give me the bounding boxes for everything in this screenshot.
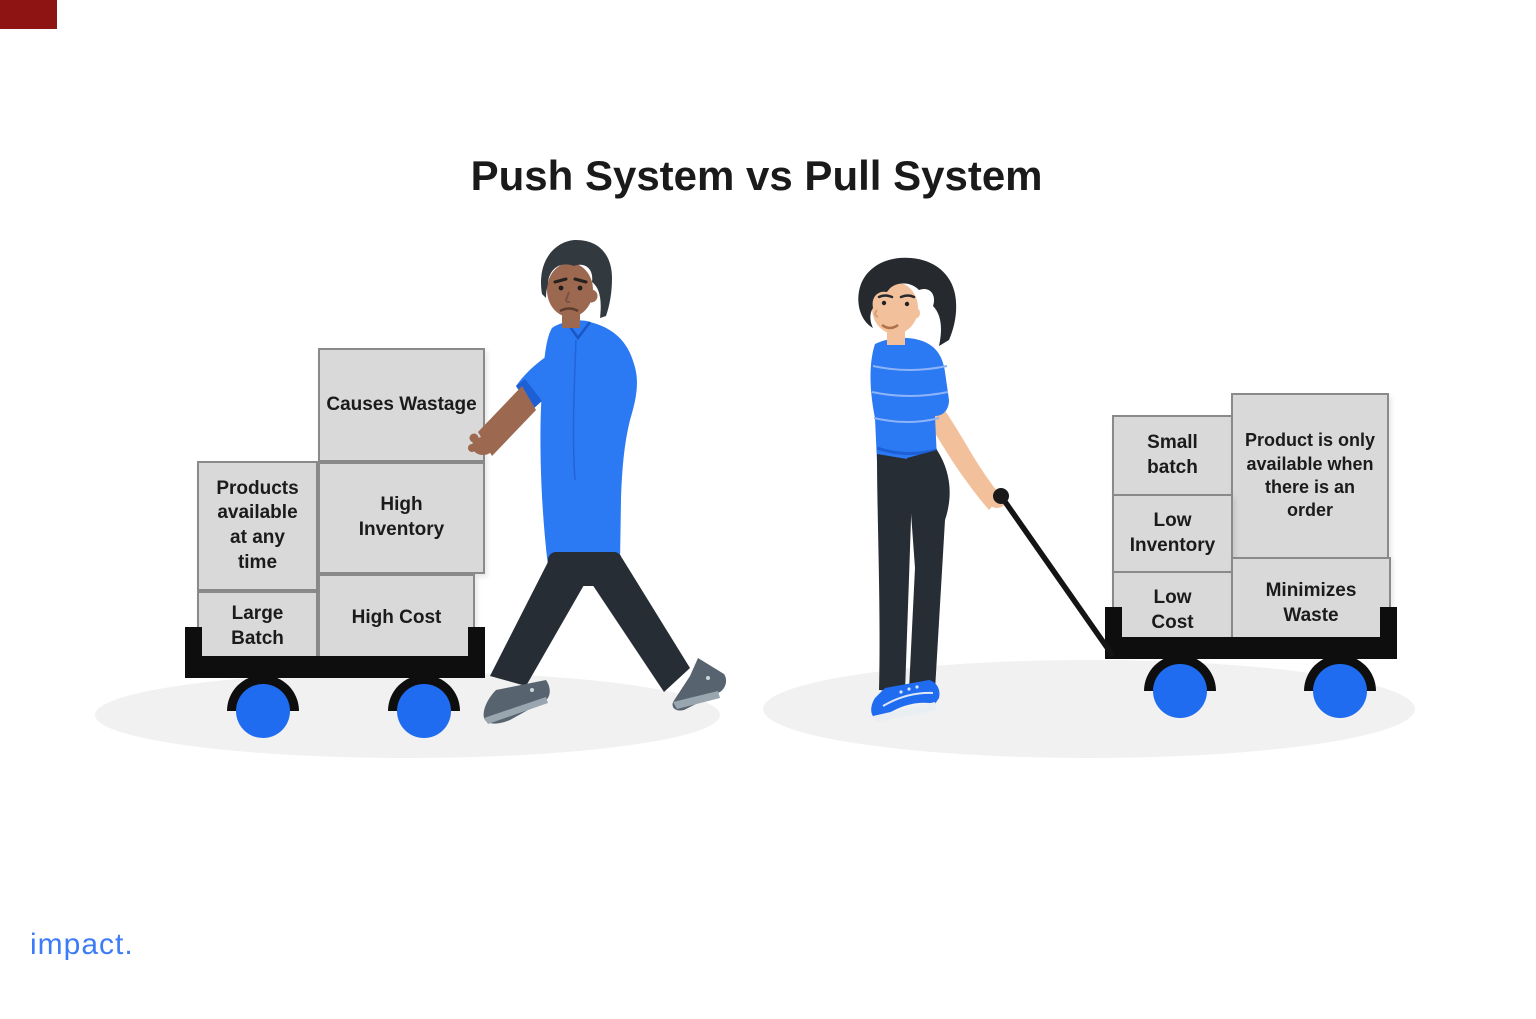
- person-pushing-arm: [468, 354, 562, 456]
- push-box-products-available: Products available at any time: [197, 461, 318, 591]
- push-cart-wheel-right: [397, 684, 451, 738]
- person-pulling-head: [858, 257, 957, 346]
- push-box-causes-wastage: Causes Wastage: [318, 348, 485, 462]
- push-cart-fender-right: [388, 675, 460, 711]
- push-cart-fender-left: [227, 675, 299, 711]
- pull-box-product-on-order: Product is only available when there is …: [1231, 393, 1389, 559]
- pull-box-small-batch: Small batch: [1112, 415, 1233, 496]
- pull-cart-fender-right: [1304, 655, 1376, 691]
- page-title: Push System vs Pull System: [470, 152, 1043, 199]
- person-pulling-legs: [871, 450, 950, 722]
- red-corner-mark: [0, 0, 57, 29]
- pull-cart-platform: [1105, 637, 1397, 659]
- push-cart-platform: [185, 656, 485, 678]
- cart-handle: [993, 488, 1116, 658]
- pull-cart-wheel-left: [1153, 664, 1207, 718]
- person-pushing-illustration: [468, 240, 727, 724]
- person-pushing-head: [540, 240, 612, 328]
- pull-cart-wheel-right: [1313, 664, 1367, 718]
- push-box-high-cost: High Cost: [318, 574, 475, 663]
- push-box-large-batch: Large Batch: [197, 591, 318, 663]
- handle-knob: [993, 488, 1009, 504]
- person-pushing-torso: [540, 320, 637, 566]
- pull-cart-fender-left: [1144, 655, 1216, 691]
- pull-box-low-inventory: Low Inventory: [1112, 494, 1233, 573]
- person-pushing-legs: [483, 552, 727, 724]
- impact-logo: impact.: [30, 928, 134, 961]
- person-pulling-torso: [870, 337, 949, 467]
- person-pulling-illustration: [858, 257, 1006, 722]
- push-cart-wheel-left: [236, 684, 290, 738]
- push-box-high-inventory: High Inventory: [318, 462, 485, 574]
